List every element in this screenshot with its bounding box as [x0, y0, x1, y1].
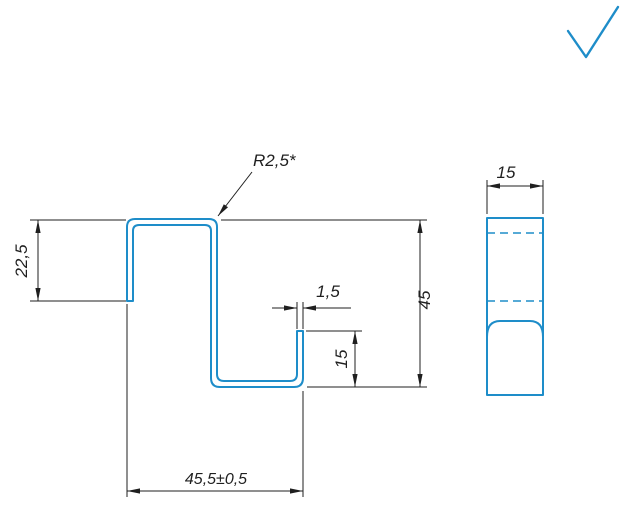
dim-side-width-label: 15 — [497, 163, 516, 182]
dim-hook-height-label: 15 — [332, 349, 351, 368]
side-view-bend-line — [486, 320, 544, 338]
dim-hook-thickness-label: 1,5 — [316, 282, 340, 301]
dim-overall-height-label: 45 — [415, 290, 434, 309]
dim-radius-callout: R2,5* — [217, 151, 297, 217]
dim-left-leg-height: 22,5 — [12, 219, 126, 302]
side-view-outline — [486, 217, 544, 396]
dim-left-leg-height-label: 22,5 — [12, 244, 31, 279]
dim-overall-height: 45 — [221, 219, 434, 388]
surface-finish-check-icon — [566, 5, 620, 59]
dim-radius-callout-label: R2,5* — [253, 151, 297, 170]
dim-overall-width-label: 45,5±0,5 — [185, 471, 247, 488]
leader-line — [217, 171, 253, 217]
dim-hook-thickness: 1,5 — [272, 282, 351, 329]
front-view-profile — [126, 218, 304, 388]
side-view — [486, 217, 544, 396]
dim-hook-height: 15 — [306, 330, 362, 387]
dim-overall-width: 45,5±0,5 — [126, 304, 304, 497]
dim-side-width: 15 — [486, 163, 544, 214]
